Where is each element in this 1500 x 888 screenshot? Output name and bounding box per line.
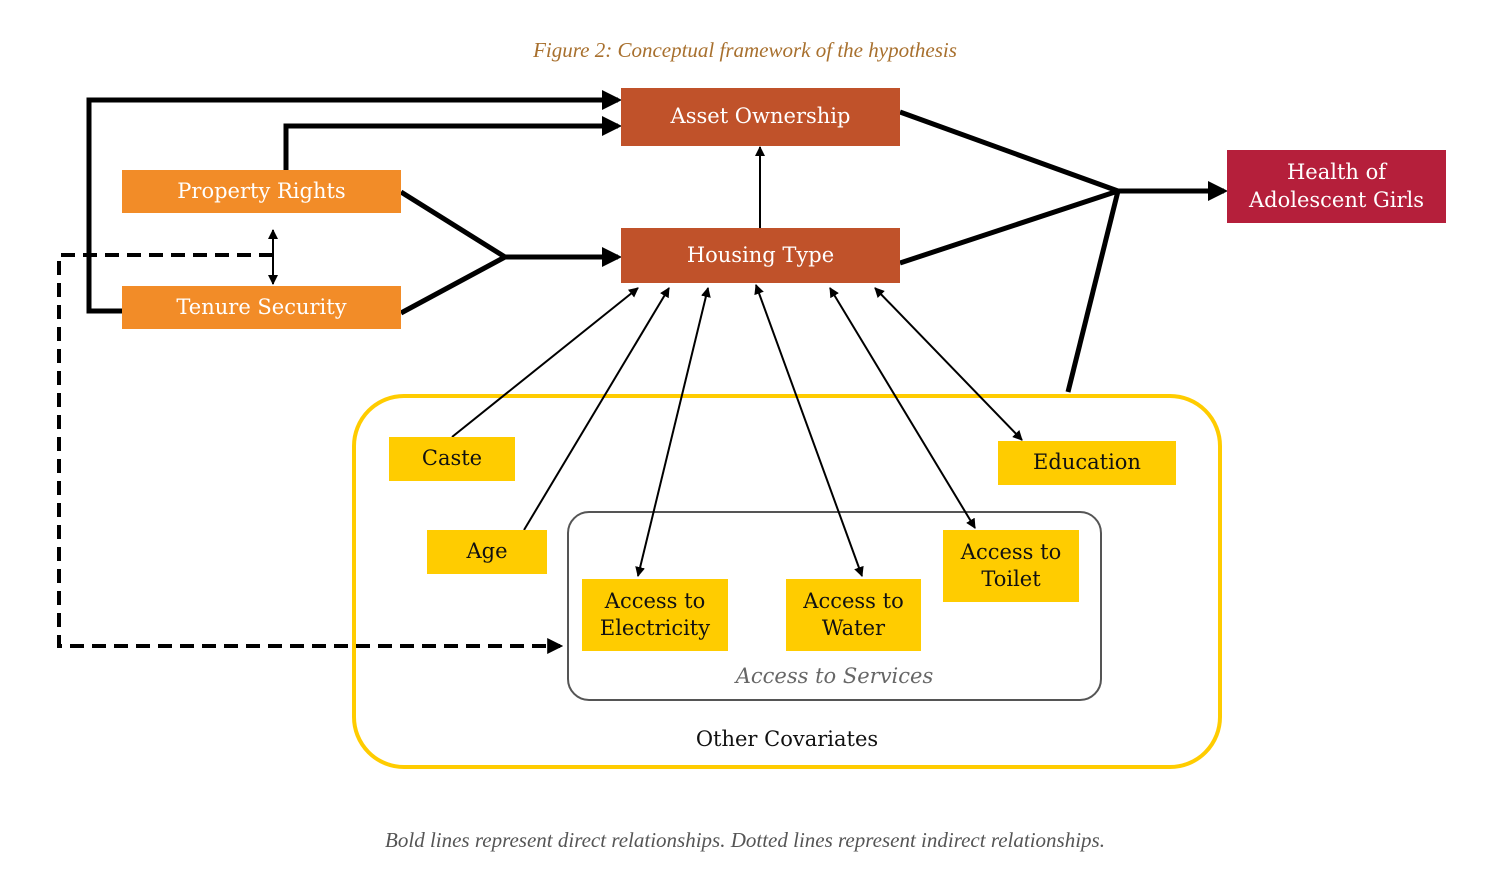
node-tenure-security-label: Tenure Security xyxy=(176,294,347,319)
edge-property-to-asset xyxy=(283,116,622,170)
node-age: Age xyxy=(427,530,547,574)
node-toilet-line2: Toilet xyxy=(981,567,1041,591)
edge-property-to-junction xyxy=(399,189,507,260)
edge-asset-to-junction xyxy=(899,109,1119,194)
edge-housing-water xyxy=(754,284,864,577)
node-water-line1: Access to xyxy=(803,588,904,613)
node-property-rights: Property Rights xyxy=(122,170,401,213)
node-property-rights-label: Property Rights xyxy=(177,178,346,203)
edge-tenure-to-junction xyxy=(399,254,507,316)
node-electricity-line2: Electricity xyxy=(599,616,711,640)
access-to-services-label: Access to Services xyxy=(735,664,934,688)
edge-housing-to-junction xyxy=(899,188,1119,266)
node-health-line2: Adolescent Girls xyxy=(1248,187,1425,212)
node-education: Education xyxy=(998,441,1176,485)
node-electricity-line1: Access to xyxy=(604,588,706,613)
edge-dotted-to-services xyxy=(57,253,564,654)
edge-caste-to-housing xyxy=(451,287,639,438)
node-housing-type-label: Housing Type xyxy=(686,242,835,267)
node-caste: Caste xyxy=(389,437,515,481)
edge-housing-electricity xyxy=(635,287,711,577)
node-tenure-security: Tenure Security xyxy=(122,286,401,329)
node-asset-ownership: Asset Ownership xyxy=(621,88,900,146)
node-access-water: Access to Water xyxy=(786,579,921,651)
other-covariates-label: Other Covariates xyxy=(695,727,879,751)
node-education-label: Education xyxy=(1033,450,1141,475)
edge-covariates-to-junction xyxy=(1065,190,1121,393)
node-health-adolescent-girls: Health of Adolescent Girls xyxy=(1227,150,1446,223)
node-caste-label: Caste xyxy=(421,446,483,471)
node-water-line2: Water xyxy=(821,616,886,640)
node-access-electricity: Access to Electricity xyxy=(582,579,728,651)
edge-age-to-housing xyxy=(523,287,670,531)
edge-housing-toilet xyxy=(829,287,976,529)
node-health-line1: Health of xyxy=(1286,160,1387,185)
node-asset-ownership-label: Asset Ownership xyxy=(670,104,851,129)
edge-housing-education xyxy=(874,287,1023,441)
node-access-toilet: Access to Toilet xyxy=(943,530,1079,602)
edge-tenure-to-asset xyxy=(86,90,622,314)
node-toilet-line1: Access to xyxy=(960,539,1062,564)
node-age-label: Age xyxy=(466,539,508,564)
figure-caption: Bold lines represent direct relationship… xyxy=(385,828,1105,852)
figure-title: Figure 2: Conceptual framework of the hy… xyxy=(533,38,957,62)
node-housing-type: Housing Type xyxy=(621,228,900,283)
